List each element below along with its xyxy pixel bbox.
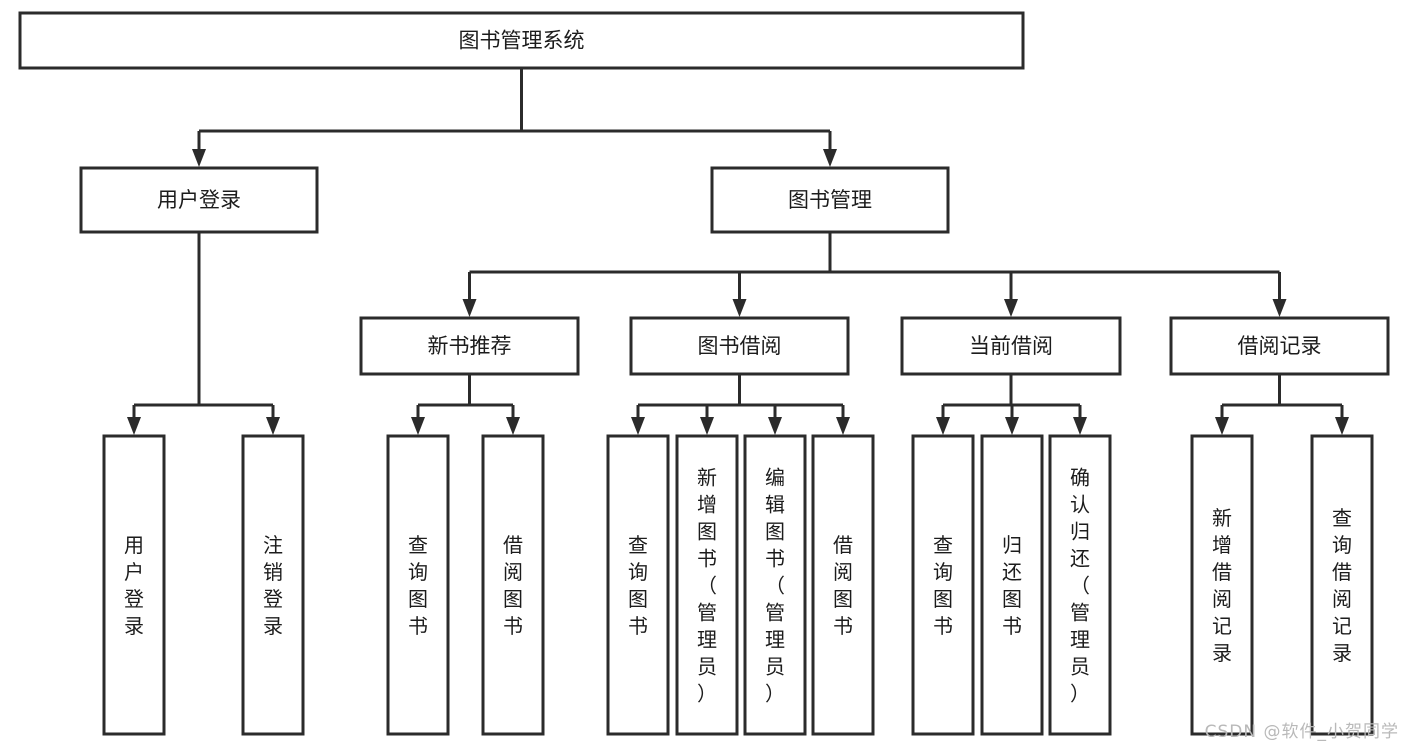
leaf-label: 用户登录 <box>124 533 144 638</box>
leaf-rect[interactable] <box>911 434 975 736</box>
leaf-node[interactable]: 查询图书 <box>606 434 670 736</box>
leaf-node[interactable]: 借阅图书 <box>481 434 545 736</box>
leaf-label: 新增图书（管理员） <box>697 466 717 706</box>
level3-node-3[interactable]: 借阅记录 <box>1169 316 1390 376</box>
leaf-node[interactable]: 确认归还（管理员） <box>1048 434 1112 736</box>
level3-node-0[interactable]: 新书推荐 <box>359 316 580 376</box>
node-rect[interactable] <box>1169 316 1390 376</box>
node-label: 借阅记录 <box>1238 334 1322 358</box>
node-label: 图书管理系统 <box>459 29 585 53</box>
node-label: 用户登录 <box>157 188 241 212</box>
leaf-rect[interactable] <box>980 434 1044 736</box>
leaf-label: 新增借阅记录 <box>1212 506 1232 665</box>
node-rect[interactable] <box>359 316 580 376</box>
watermark-text: CSDN @软件_小贺同学 <box>1204 722 1399 742</box>
node-rect[interactable] <box>79 166 319 234</box>
node-label: 图书管理 <box>788 188 872 212</box>
leaf-label: 查询图书 <box>933 533 953 638</box>
leaf-node[interactable]: 归还图书 <box>980 434 1044 736</box>
leaf-rect[interactable] <box>1310 434 1374 736</box>
leaf-node[interactable]: 查询图书 <box>911 434 975 736</box>
node-label: 当前借阅 <box>969 334 1053 358</box>
leaf-label: 编辑图书（管理员） <box>765 466 785 706</box>
leaf-rect[interactable] <box>241 434 305 736</box>
root-node-book-management-system[interactable]: 图书管理系统 <box>18 11 1025 70</box>
leaf-rect[interactable] <box>386 434 450 736</box>
leaf-rect[interactable] <box>481 434 545 736</box>
leaf-rect[interactable] <box>675 434 739 736</box>
leaf-node[interactable]: 新增借阅记录 <box>1190 434 1254 736</box>
node-label: 新书推荐 <box>428 334 512 358</box>
leaf-node[interactable]: 查询借阅记录 <box>1310 434 1374 736</box>
leaf-label: 注销登录 <box>263 533 283 638</box>
leaf-label: 借阅图书 <box>503 533 523 638</box>
level2-node-1[interactable]: 图书管理 <box>710 166 950 234</box>
level2-node-0[interactable]: 用户登录 <box>79 166 319 234</box>
leaf-label: 归还图书 <box>1002 533 1022 638</box>
leaf-label: 借阅图书 <box>833 533 853 638</box>
node-rect[interactable] <box>629 316 850 376</box>
leaf-rect[interactable] <box>1190 434 1254 736</box>
leaf-label: 确认归还（管理员） <box>1070 466 1090 706</box>
leaf-label: 查询图书 <box>408 533 428 638</box>
leaf-node[interactable]: 查询图书 <box>386 434 450 736</box>
leaf-rect[interactable] <box>811 434 875 736</box>
level3-node-1[interactable]: 图书借阅 <box>629 316 850 376</box>
leaf-node[interactable]: 用户登录 <box>102 434 166 736</box>
node-rect[interactable] <box>710 166 950 234</box>
leaf-node[interactable]: 编辑图书（管理员） <box>743 434 807 736</box>
leaf-rect[interactable] <box>1048 434 1112 736</box>
leaf-node[interactable]: 借阅图书 <box>811 434 875 736</box>
leaf-node[interactable]: 新增图书（管理员） <box>675 434 739 736</box>
leaf-rect[interactable] <box>102 434 166 736</box>
connector-layer <box>127 68 1349 435</box>
leaf-rect[interactable] <box>743 434 807 736</box>
node-rect[interactable] <box>18 11 1025 70</box>
node-rect[interactable] <box>900 316 1122 376</box>
leaf-node[interactable]: 注销登录 <box>241 434 305 736</box>
leaf-rect[interactable] <box>606 434 670 736</box>
node-label: 图书借阅 <box>698 334 782 358</box>
leaf-label: 查询借阅记录 <box>1332 506 1352 665</box>
level3-node-2[interactable]: 当前借阅 <box>900 316 1122 376</box>
leaf-label: 查询图书 <box>628 533 648 638</box>
node-layer: 图书管理系统用户登录图书管理新书推荐图书借阅当前借阅借阅记录用户登录注销登录查询… <box>18 11 1390 736</box>
